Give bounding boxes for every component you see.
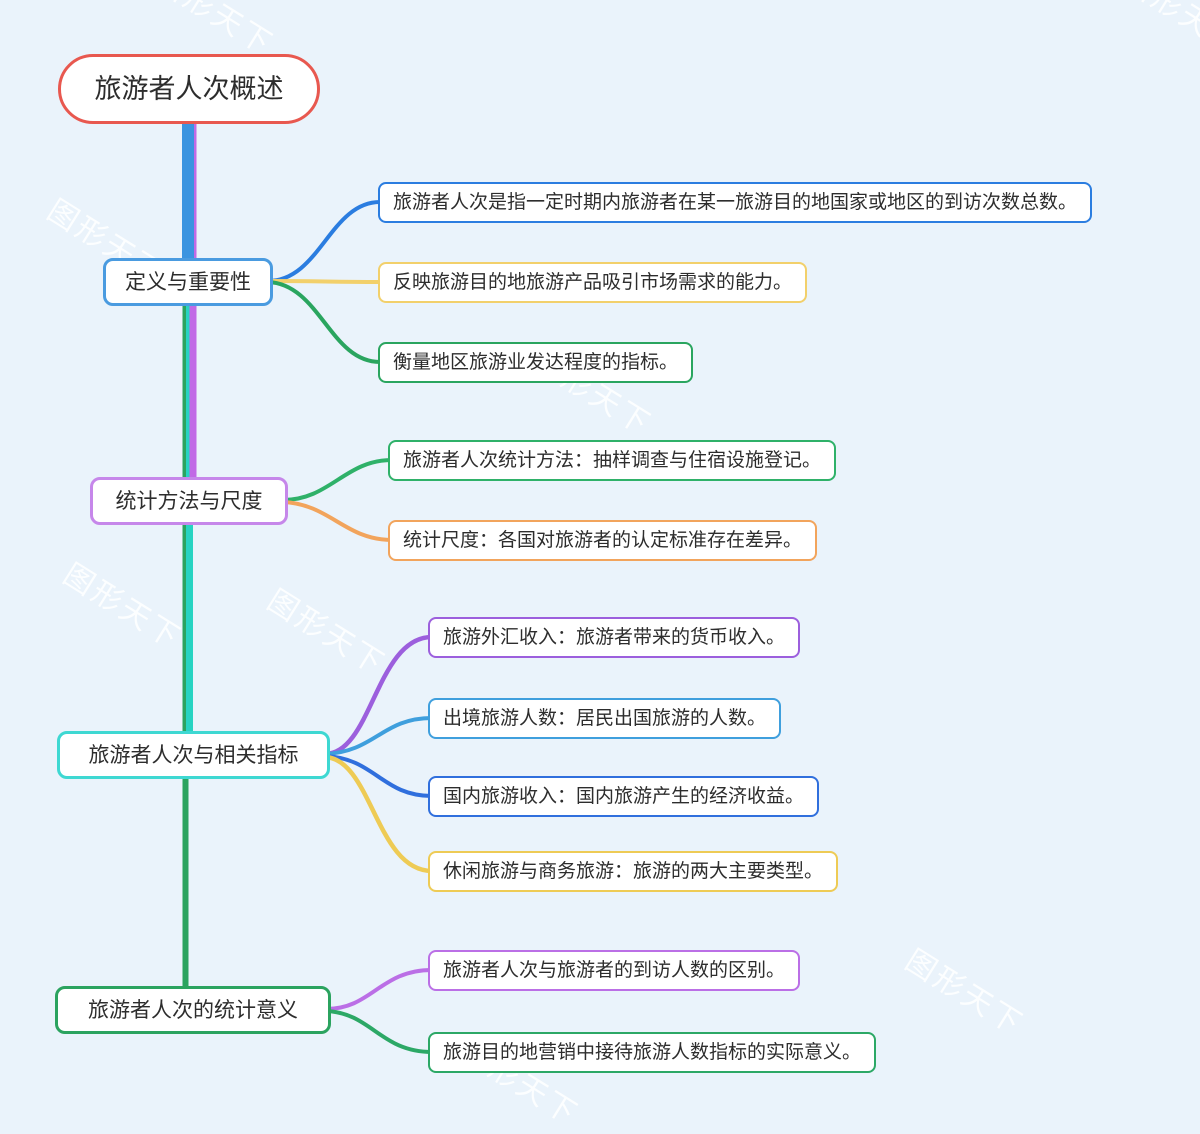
leaf-marketing-meaning[interactable]: 旅游目的地营销中接待旅游人数指标的实际意义。 (428, 1032, 877, 1073)
connector-def-2 (266, 279, 382, 284)
leaf-definition[interactable]: 旅游者人次是指一定时期内旅游者在某一旅游目的地国家或地区的到访次数总数。 (378, 182, 1093, 223)
connector-ind-3 (323, 754, 434, 798)
branch-definition-importance[interactable]: 定义与重要性 (103, 258, 273, 306)
root-node[interactable]: 旅游者人次概述 (58, 54, 320, 124)
connector-ind-4 (322, 754, 435, 874)
leaf-statistics-method[interactable]: 旅游者人次统计方法：抽样调查与住宿设施登记。 (388, 440, 837, 481)
leaf-outbound-tourists[interactable]: 出境旅游人数：居民出国旅游的人数。 (428, 698, 782, 739)
connector-stat-1 (281, 458, 394, 502)
connector-def-1 (266, 200, 382, 283)
branch-related-indicators[interactable]: 旅游者人次与相关指标 (57, 731, 330, 779)
connector-stat-2 (281, 500, 394, 542)
leaf-domestic-income[interactable]: 国内旅游收入：国内旅游产生的经济收益。 (428, 776, 820, 817)
branch-statistical-meaning[interactable]: 旅游者人次的统计意义 (55, 986, 331, 1034)
connector-def-3 (266, 280, 382, 364)
connector-ind-2 (323, 716, 434, 756)
leaf-tourism-types[interactable]: 休闲旅游与商务旅游：旅游的两大主要类型。 (428, 851, 839, 892)
branch-statistics-methods[interactable]: 统计方法与尺度 (90, 477, 288, 525)
connector-mean-2 (324, 1009, 434, 1054)
leaf-market-demand[interactable]: 反映旅游目的地旅游产品吸引市场需求的能力。 (378, 262, 808, 303)
connector-ind-1 (322, 634, 435, 757)
leaf-count-difference[interactable]: 旅游者人次与旅游者的到访人数的区别。 (428, 950, 801, 991)
leaf-forex-income[interactable]: 旅游外汇收入：旅游者带来的货币收入。 (428, 617, 801, 658)
connector-mean-1 (324, 968, 434, 1011)
leaf-statistics-scale[interactable]: 统计尺度：各国对旅游者的认定标准存在差异。 (388, 520, 818, 561)
leaf-development-index[interactable]: 衡量地区旅游业发达程度的指标。 (378, 342, 694, 383)
